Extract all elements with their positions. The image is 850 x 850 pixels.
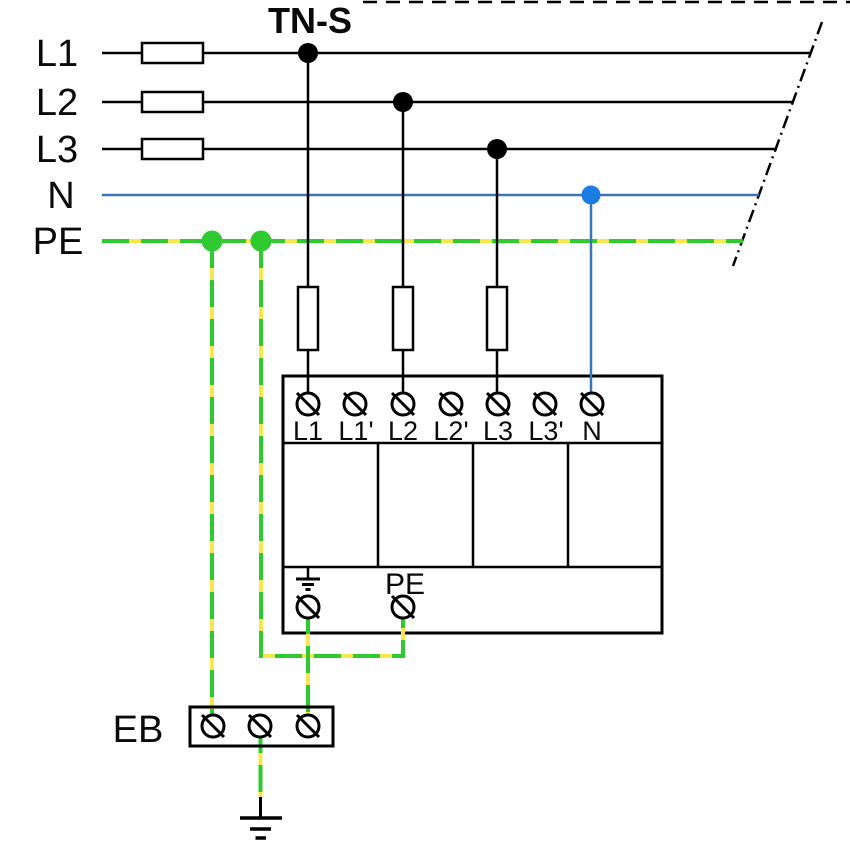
spd-terminal-l2p-icon (438, 391, 464, 417)
spd-terminal-l2p-label: L2' (433, 416, 468, 446)
spd-terminal-l3-icon (485, 391, 511, 417)
l2-label: L2 (36, 82, 78, 124)
l1-label: L1 (36, 33, 78, 75)
spd-terminal-l1-label: L1 (293, 416, 323, 446)
spd-terminal-l2-label: L2 (388, 416, 418, 446)
conductor-labels: L1 L2 L3 N PE (33, 33, 84, 263)
eb-terminal-2-icon (247, 713, 273, 739)
earth-ground-icon (240, 797, 282, 840)
spd-terminal-l1p-icon (342, 391, 368, 417)
l3-line-fuse (140, 137, 205, 161)
pe-wiring (210, 241, 405, 798)
branch-wires (306, 53, 593, 396)
spd-pe-terminal-icon (390, 594, 416, 620)
l1-line-fuse (140, 41, 205, 65)
spd-terminal-l3-label: L3 (483, 416, 513, 446)
spd-enclosure (281, 374, 664, 635)
system-title: TN-S (268, 0, 352, 41)
zone-boundary (363, 0, 850, 267)
n-label: N (47, 175, 74, 217)
spd-terminal-n-icon (579, 391, 605, 417)
spd-earth-icon (296, 568, 320, 591)
l2-line-fuse (140, 90, 205, 114)
pe-wire-bus-to-spd-pe-terminal (259, 241, 405, 658)
spd-terminal-l3p-icon (532, 391, 558, 417)
equipotential-bonding-bar: EB (113, 705, 335, 751)
l2-branch-fuse (391, 285, 415, 352)
l3-branch-fuse (485, 285, 509, 352)
l2-junction-dot (393, 92, 413, 112)
eb-terminal-1-icon (200, 713, 226, 739)
pe-label: PE (33, 221, 84, 263)
spd-terminal-l1-icon (295, 391, 321, 417)
line-fuses (140, 41, 205, 161)
spd-earth-terminal-icon (295, 594, 321, 620)
eb-box (188, 705, 335, 748)
l3-junction-dot (487, 139, 507, 159)
supply-conductors (102, 51, 811, 243)
n-junction-dot (581, 185, 601, 205)
eb-label: EB (113, 709, 164, 751)
l3-label: L3 (36, 129, 78, 171)
spd-bottom-terminals: PE (295, 568, 425, 620)
l1-junction-dot (298, 43, 318, 63)
zone-boundary-diagonal-line (731, 21, 824, 267)
spd-terminal-n-label: N (582, 416, 602, 446)
spd-terminal-l2-icon (390, 391, 416, 417)
spd-terminal-l1p-label: L1' (338, 416, 373, 446)
l1-branch-fuse (296, 285, 320, 352)
junction-dots (201, 43, 601, 252)
spd-terminal-l3p-label: L3' (528, 416, 563, 446)
branch-fuses (296, 285, 509, 352)
eb-terminal-3-icon (295, 713, 321, 739)
spd-input-terminals: L1 L1' L2 L2' L3 L3' N (293, 391, 605, 446)
spd-outer-box (281, 374, 664, 635)
